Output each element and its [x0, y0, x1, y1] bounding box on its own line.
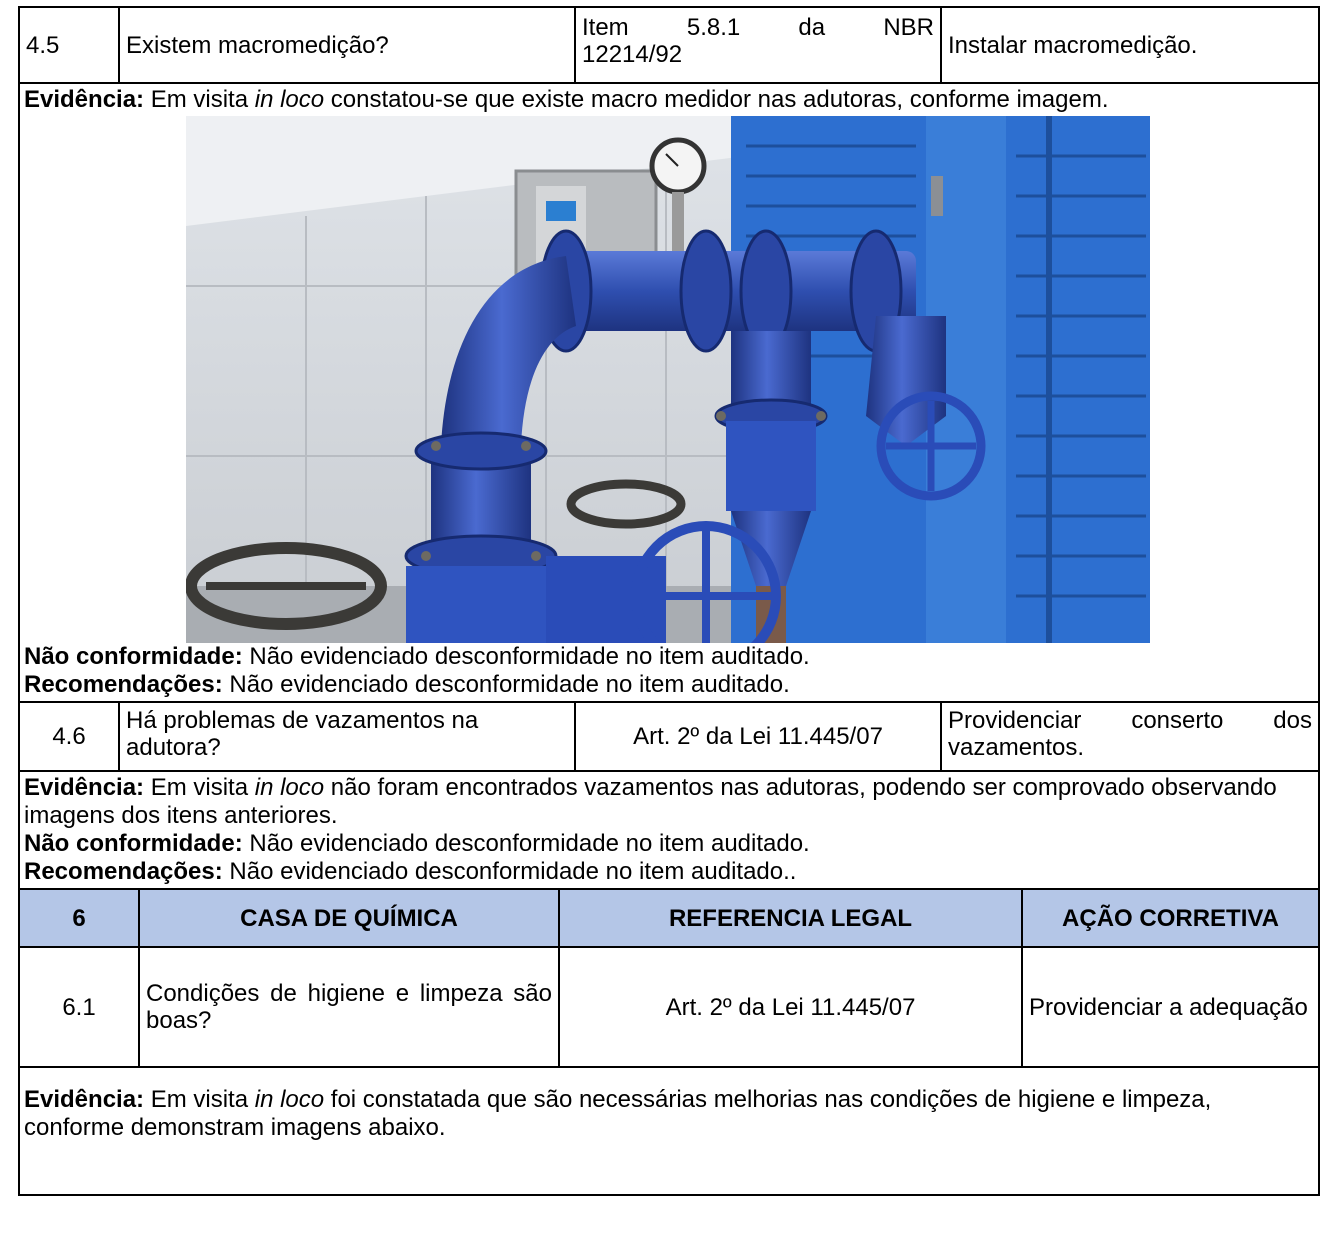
item-4-5-question: Existem macromedição? [118, 6, 576, 84]
item-4-6-recommendations: Recomendações: Não evidenciado desconfor… [24, 858, 797, 885]
macro-meter-photo [186, 116, 1150, 643]
section-6-header-row: 6 CASA DE QUÍMICA REFERENCIA LEGAL AÇÃO … [18, 888, 1320, 948]
item-6-1-reference: Art. 2º da Lei 11.445/07 [558, 946, 1023, 1068]
item-4-6-number: 4.6 [18, 701, 120, 772]
section-6-number: 6 [18, 888, 140, 948]
item-4-6-evidence-row: Evidência: Em visita in loco não foram e… [18, 770, 1320, 890]
item-4-5-number: 4.5 [18, 6, 120, 84]
item-6-1-number: 6.1 [18, 946, 140, 1068]
item-4-6-reference: Art. 2º da Lei 11.445/07 [574, 701, 942, 772]
item-4-5-reference-line2: 12214/92 [582, 41, 683, 68]
item-4-6-evidence-cell: Evidência: Em visita in loco não foram e… [18, 770, 1320, 890]
item-4-5-reference: Item 5.8.1 da NBR 12214/92 [574, 6, 942, 84]
item-6-1-action: Providenciar a adequação [1021, 946, 1320, 1068]
item-6-1-evidence: Evidência: Em visita in loco foi constat… [24, 1086, 1212, 1141]
audit-table-section-4: 4.5 Existem macromedição? Item 5.8.1 da … [18, 6, 1320, 890]
item-4-5-reference-line1: Item 5.8.1 da NBR [582, 14, 934, 41]
audit-document: 4.5 Existem macromedição? Item 5.8.1 da … [18, 6, 1320, 1196]
section-6-reference-header: REFERENCIA LEGAL [558, 888, 1023, 948]
item-4-6-nonconformity: Não conformidade: Não evidenciado descon… [24, 830, 810, 857]
macro-meter-photo-wrap [24, 116, 1312, 643]
item-4-5-nonconformity: Não conformidade: Não evidenciado descon… [24, 643, 810, 670]
section-6-action-header: AÇÃO CORRETIVA [1021, 888, 1320, 948]
item-4-5-recommendations: Recomendações: Não evidenciado desconfor… [24, 671, 790, 698]
item-4-6-action: Providenciar conserto dos vazamentos. [940, 701, 1320, 772]
item-6-1-evidence-cell: Evidência: Em visita in loco foi constat… [18, 1066, 1320, 1196]
item-4-5-action: Instalar macromedição. [940, 6, 1320, 84]
section-6-title: CASA DE QUÍMICA [138, 888, 560, 948]
item-4-5-row: 4.5 Existem macromedição? Item 5.8.1 da … [18, 6, 1320, 84]
item-6-1-evidence-row: Evidência: Em visita in loco foi constat… [18, 1066, 1320, 1196]
item-4-5-evidence-row: Evidência: Em visita in loco constatou-s… [18, 82, 1320, 703]
audit-table-section-6: 6 CASA DE QUÍMICA REFERENCIA LEGAL AÇÃO … [18, 888, 1320, 1196]
item-4-6-question: Há problemas de vazamentos na adutora? [118, 701, 576, 772]
item-4-5-evidence-cell: Evidência: Em visita in loco constatou-s… [18, 82, 1320, 703]
item-6-1-row: 6.1 Condições de higiene e limpeza são b… [18, 946, 1320, 1068]
item-4-5-evidence: Evidência: Em visita in loco constatou-s… [24, 86, 1109, 113]
item-4-6-evidence: Evidência: Em visita in loco não foram e… [24, 774, 1277, 829]
item-6-1-question: Condições de higiene e limpeza são boas? [138, 946, 560, 1068]
item-4-6-row: 4.6 Há problemas de vazamentos na adutor… [18, 701, 1320, 772]
